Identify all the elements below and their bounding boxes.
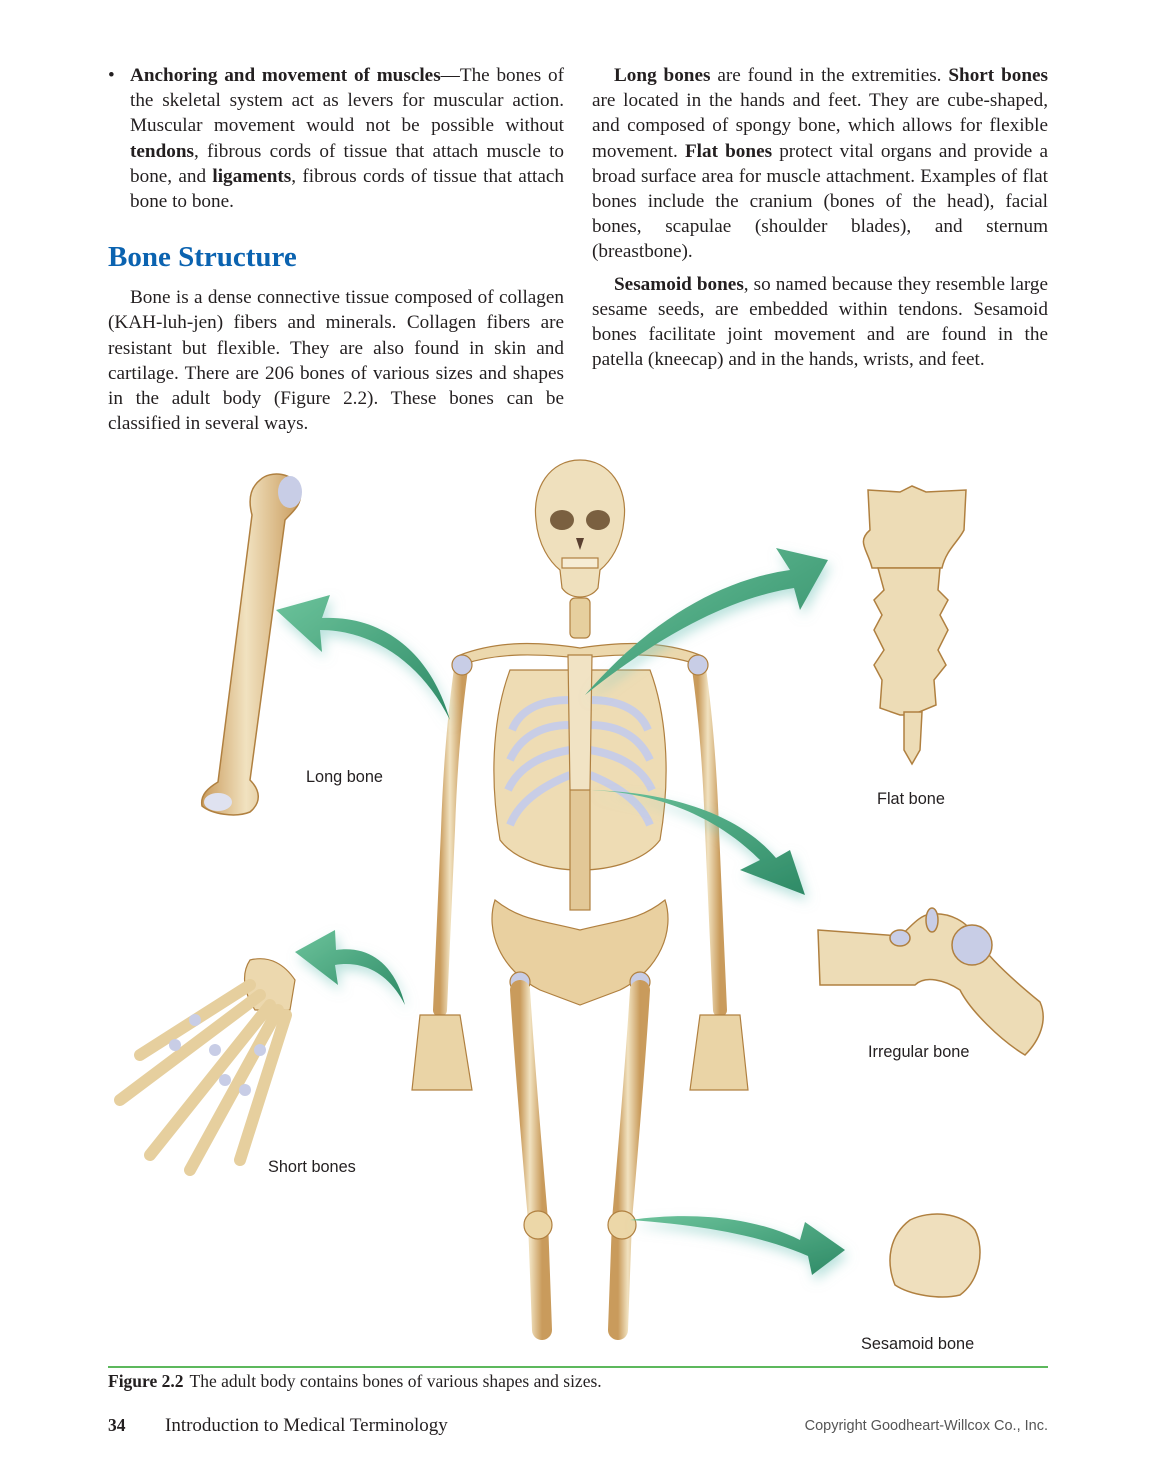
caption-text: The adult body contains bones of various… <box>189 1371 602 1391</box>
term-ligaments: ligaments <box>212 165 292 187</box>
short-bones-hand-image <box>114 958 296 1176</box>
irregular-bone-image <box>817 907 1044 1056</box>
sesamoid-paragraph: Sesamoid bones, so named because they re… <box>592 272 1048 373</box>
long-bone-image <box>200 473 302 816</box>
figure-skeleton-bone-types: Long bone Flat bone Irregular bone Short… <box>100 450 1056 1360</box>
sesamoid-bone-image <box>889 1213 981 1298</box>
section-heading: Bone Structure <box>108 241 297 274</box>
label-sesamoid-bone: Sesamoid bone <box>861 1335 975 1353</box>
flat-bone-image <box>862 485 967 766</box>
copyright-notice: Copyright Goodheart-Willcox Co., Inc. <box>804 1418 1048 1434</box>
arrow-short-bones-icon <box>295 930 405 1005</box>
caption-rule <box>108 1366 1048 1368</box>
caption-label: Figure 2.2 <box>108 1371 184 1391</box>
bone-structure-paragraph: Bone is a dense connective tissue compos… <box>108 287 564 435</box>
arrow-long-bone-icon <box>276 595 450 720</box>
bullet-text: —The bones of the skeletal system act as… <box>130 65 564 137</box>
label-long-bone: Long bone <box>306 768 383 786</box>
book-title: Introduction to Medical Terminology <box>165 1415 448 1436</box>
term-tendons: tendons <box>130 140 194 162</box>
bullet-text: , fibrous cords of tissue that attach mu… <box>130 140 564 187</box>
right-column: Long bones are found in the extremities.… <box>592 63 1048 372</box>
arrow-flat-bone-icon <box>585 548 828 695</box>
label-short-bones: Short bones <box>268 1158 356 1176</box>
term-long-bones: Long bones <box>614 65 711 86</box>
term-flat-bones: Flat bones <box>684 140 773 162</box>
bullet-marker: • <box>108 65 115 86</box>
paragraph-text: , so named because they resem­ble large … <box>592 273 1048 371</box>
left-column: • Anchoring and movement of muscles—The b… <box>108 63 564 436</box>
arrow-sesamoid-bone-icon <box>630 1216 845 1275</box>
term-anchoring: Anchoring and movement of muscles <box>130 65 441 86</box>
full-skeleton <box>411 459 749 1340</box>
paragraph-text: protect vital organs and provide a broad… <box>592 140 1048 263</box>
page-footer: 34 Introduction to Medical Terminology C… <box>108 1415 1048 1439</box>
paragraph-text: are found in the extremities. <box>710 65 949 86</box>
bullet-text: , fibrous cords of tissue that attach bo… <box>130 165 564 213</box>
paragraph-text: are located in the hands and feet. They … <box>592 90 1048 162</box>
term-sesamoid-bones: Sesamoid bones <box>614 273 744 295</box>
term-short-bones: Short bones <box>948 65 1049 86</box>
label-irregular-bone: Irregular bone <box>868 1043 970 1061</box>
label-flat-bone: Flat bone <box>877 790 945 808</box>
bullet-anchoring-muscles: • Anchoring and movement of muscles—The b… <box>108 63 564 214</box>
skeleton-illustration <box>114 459 1044 1340</box>
page-number: 34 <box>108 1415 126 1435</box>
arrow-irregular-bone-icon <box>580 790 805 895</box>
bone-types-paragraph: Long bones are found in the extremities.… <box>592 63 1048 265</box>
